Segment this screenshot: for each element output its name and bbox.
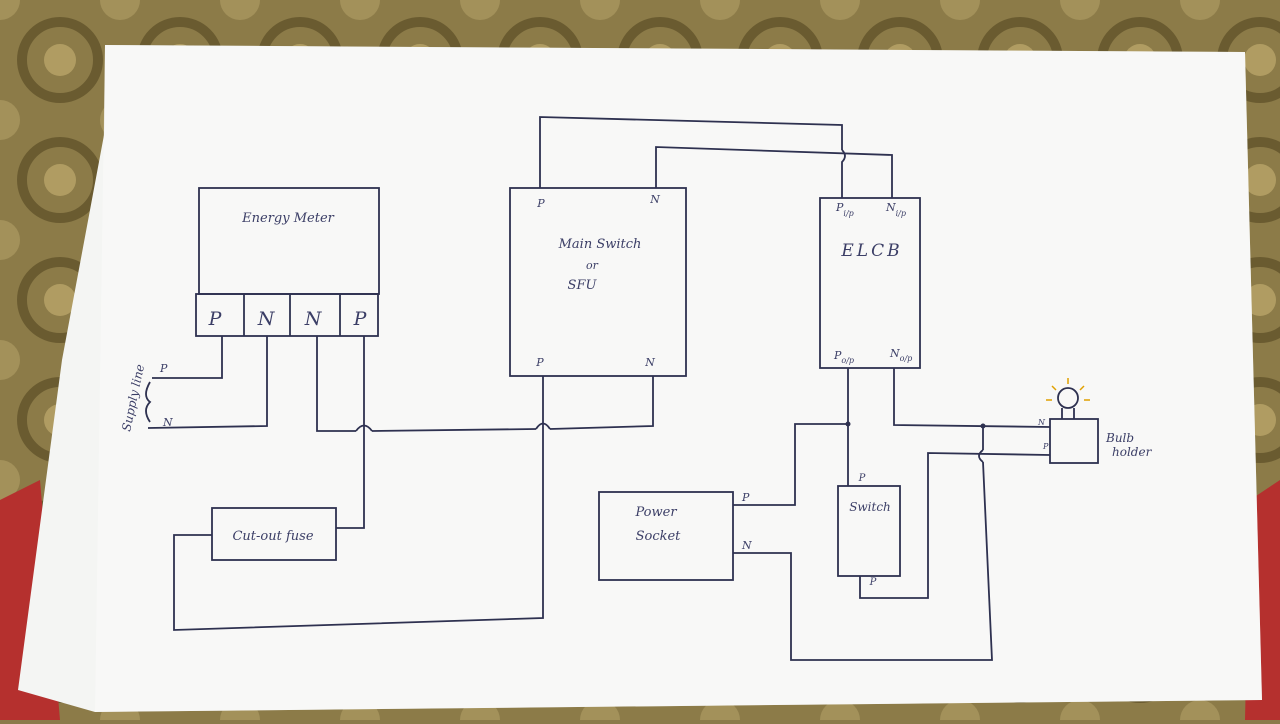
elcb-label: ELCB <box>840 241 902 261</box>
main-switch-label-line1: Main Switch <box>558 237 642 252</box>
main-switch-p-top: P <box>536 197 545 210</box>
energy-meter-label: Energy Meter <box>241 211 334 226</box>
elcb-n-in: Ni/p <box>885 201 906 218</box>
bulb-holder-n: N <box>1037 418 1046 427</box>
bulb-icon <box>1057 387 1079 409</box>
energy-meter-terminal-4: P <box>353 308 368 330</box>
switch-label: Switch <box>849 500 891 514</box>
elcb-box <box>819 197 921 369</box>
power-socket-box <box>598 491 734 581</box>
switch-box <box>837 485 901 577</box>
main-switch: Main Switch or SFU P N P N <box>509 187 687 377</box>
cutout-fuse-label: Cut-out fuse <box>232 529 313 544</box>
power-socket-p: P <box>741 491 750 504</box>
bulb-rays-icon <box>1046 378 1090 401</box>
cutout-fuse: Cut-out fuse <box>211 507 337 561</box>
energy-meter-terminal-3: N <box>304 308 323 330</box>
switch: Switch P P <box>837 473 901 588</box>
supply-line-p: P <box>159 362 168 375</box>
main-switch-box <box>509 187 687 377</box>
power-socket: Power Socket P N <box>598 491 752 581</box>
main-switch-label-line3: SFU <box>568 278 598 293</box>
distribution-wires <box>733 368 1051 661</box>
power-socket-label-line2: Socket <box>636 529 682 544</box>
elcb-p-out: Po/p <box>833 349 854 365</box>
switch-p-bottom: P <box>869 577 877 588</box>
main-to-elcb-wires <box>539 116 893 198</box>
main-switch-p-bottom: P <box>535 356 544 369</box>
switch-p-top: P <box>858 473 866 484</box>
elcb: ELCB Pi/p Ni/p Po/p No/p <box>819 197 921 369</box>
bulb-holder: Bulb holder N P <box>1037 378 1153 464</box>
elcb-p-in: Pi/p <box>835 201 854 218</box>
meter-to-switch-wires <box>173 336 654 631</box>
main-switch-n-bottom: N <box>644 356 655 369</box>
bulb-holder-label-line2: holder <box>1112 445 1153 459</box>
power-socket-label-line1: Power <box>634 505 677 520</box>
bulb-holder-p: P <box>1042 442 1049 451</box>
main-switch-label-line2: or <box>586 259 599 272</box>
elcb-n-out: No/p <box>889 347 912 363</box>
energy-meter-terminal-1: P <box>208 308 223 330</box>
main-switch-n-top: N <box>649 193 660 206</box>
energy-meter-terminal-2: N <box>257 308 276 330</box>
energy-meter: Energy Meter P N N P <box>195 187 380 337</box>
power-socket-n: N <box>741 539 752 552</box>
bulb-holder-label-line1: Bulb <box>1105 431 1134 445</box>
paper-sheet <box>18 45 1262 712</box>
supply-line-n: N <box>162 416 173 429</box>
cutout-fuse-box <box>211 507 337 561</box>
energy-meter-terminal-strip <box>195 293 379 337</box>
